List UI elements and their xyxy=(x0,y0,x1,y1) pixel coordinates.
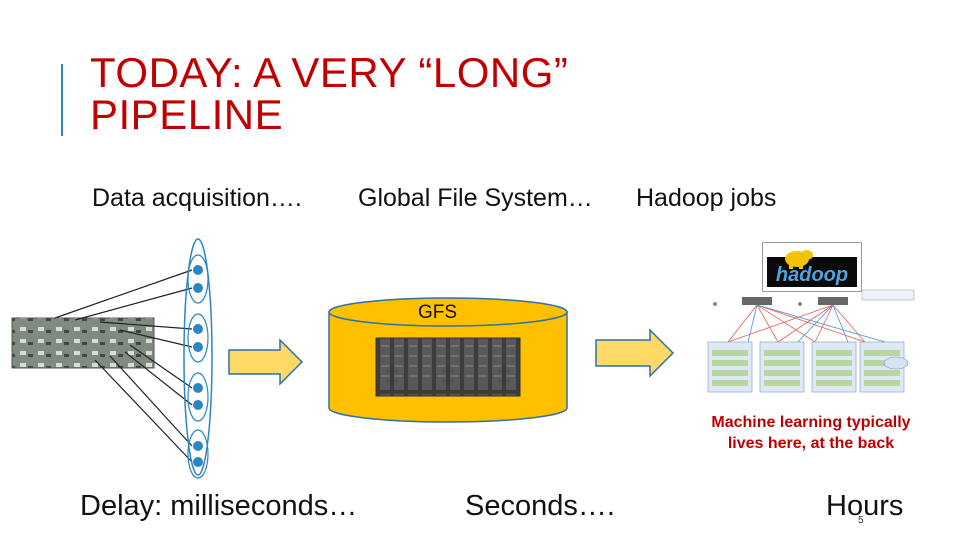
slide-title: TODAY: A VERY “LONG” PIPELINE xyxy=(90,52,568,136)
page-number: 5 xyxy=(858,515,864,526)
ml-note: Machine learning typically lives here, a… xyxy=(711,414,911,452)
stage-label-acquisition: Data acquisition…. xyxy=(92,184,302,212)
title-line-2: PIPELINE xyxy=(90,91,284,138)
hadoop-cluster-diagram xyxy=(707,289,915,393)
delay-label-seconds: Seconds…. xyxy=(465,490,615,522)
flow-arrow-1 xyxy=(228,338,304,386)
sensor-node-column xyxy=(183,238,213,479)
sensor-links xyxy=(54,269,193,463)
datacenter-image xyxy=(375,337,521,397)
hadoop-logo: hadoop xyxy=(762,242,862,292)
delay-label-milliseconds: Delay: milliseconds… xyxy=(80,490,358,522)
hadoop-logo-text: hadoop xyxy=(776,264,848,286)
stage-label-hadoop: Hadoop jobs xyxy=(636,184,777,212)
traffic-image xyxy=(11,317,155,369)
stage-label-gfs: Global File System… xyxy=(358,184,593,212)
flow-arrow-2 xyxy=(595,328,675,378)
title-line-1: TODAY: A VERY “LONG” xyxy=(90,49,569,96)
gfs-label: GFS xyxy=(418,302,458,323)
delay-label-hours: Hours xyxy=(826,490,904,522)
title-accent-bar xyxy=(61,64,63,136)
elephant-icon xyxy=(785,250,813,269)
